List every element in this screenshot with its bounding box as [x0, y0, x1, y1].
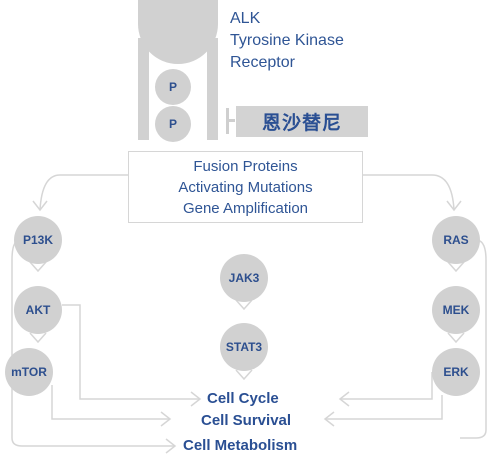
outcome-cell-cycle: Cell Cycle: [207, 390, 279, 407]
connector-rail-to-cell-metabolism: [11, 239, 175, 447]
node-akt: AKT: [14, 286, 62, 334]
connector-erk-to-cell-cycle: [340, 372, 433, 400]
arrowhead-ras: [446, 200, 462, 212]
inhibitor-drug-label: 恩沙替尼: [236, 106, 368, 137]
node-label: RAS: [443, 233, 469, 247]
connector-box-to-ras: [363, 174, 455, 211]
node-p13k: P13K: [14, 216, 62, 264]
receptor-membrane-left: [138, 38, 149, 140]
connector-erk-to-cell-survival: [325, 395, 443, 420]
node-mek: MEK: [432, 286, 480, 334]
node-label: STAT3: [225, 340, 263, 354]
arrowhead-erk-cell-cycle: [338, 391, 350, 407]
receptor-extracellular-domain: [138, 0, 218, 64]
receptor-label: ALK Tyrosine Kinase Receptor: [230, 8, 400, 74]
inhibition-stem: [229, 119, 235, 122]
arrowhead-cell-survival: [160, 411, 172, 427]
receptor-membrane-right: [207, 38, 218, 140]
phospho-label: P: [168, 80, 177, 94]
alteration-item: Activating Mutations: [178, 179, 313, 196]
node-label: mTOR: [11, 365, 47, 379]
arrowhead-erk: [447, 332, 465, 344]
receptor-label-line: Receptor: [230, 54, 295, 71]
arrowhead-akt: [29, 261, 47, 273]
arrowhead-mtor: [29, 332, 47, 344]
outcome-cell-survival: Cell Survival: [201, 412, 292, 429]
connector-box-to-p13k: [39, 174, 128, 211]
arrowhead-erk-cell-survival: [323, 411, 335, 427]
alteration-item: Fusion Proteins: [193, 158, 298, 175]
node-erk: ERK: [432, 348, 480, 396]
arrowhead-p13k: [32, 200, 48, 212]
node-ras: RAS: [432, 216, 480, 264]
arrowhead-cell-metabolism: [165, 438, 177, 454]
receptor-label-line: ALK: [230, 10, 261, 27]
phospho-label: P: [168, 117, 177, 131]
phospho-node-lower: P: [155, 106, 191, 142]
node-mtor: mTOR: [5, 348, 53, 396]
node-stat3: STAT3: [220, 323, 268, 371]
outcome-cell-metabolism: Cell Metabolism: [183, 437, 298, 454]
arrowhead-stat3: [235, 299, 253, 311]
node-label: MEK: [442, 303, 470, 317]
alteration-item: Gene Amplification: [182, 200, 309, 217]
arrowhead-outcomes: [235, 369, 253, 381]
node-label: ERK: [443, 365, 469, 379]
connector-mtor-to-cell-survival: [51, 385, 170, 420]
connector-akt-to-cell-cycle: [62, 304, 200, 400]
inhibition-bar: [226, 108, 229, 134]
phospho-node-upper: P: [155, 69, 191, 105]
node-label: P13K: [22, 233, 54, 247]
connector-right-rail: [460, 239, 487, 439]
node-label: AKT: [25, 303, 51, 317]
arrowhead-mek: [447, 261, 465, 273]
alk-alterations-box: Fusion Proteins Activating Mutations Gen…: [128, 151, 363, 223]
node-label: JAK3: [228, 271, 260, 285]
arrowhead-cell-cycle: [190, 391, 202, 407]
receptor-label-line: Tyrosine Kinase: [230, 32, 344, 49]
node-jak3: JAK3: [220, 254, 268, 302]
